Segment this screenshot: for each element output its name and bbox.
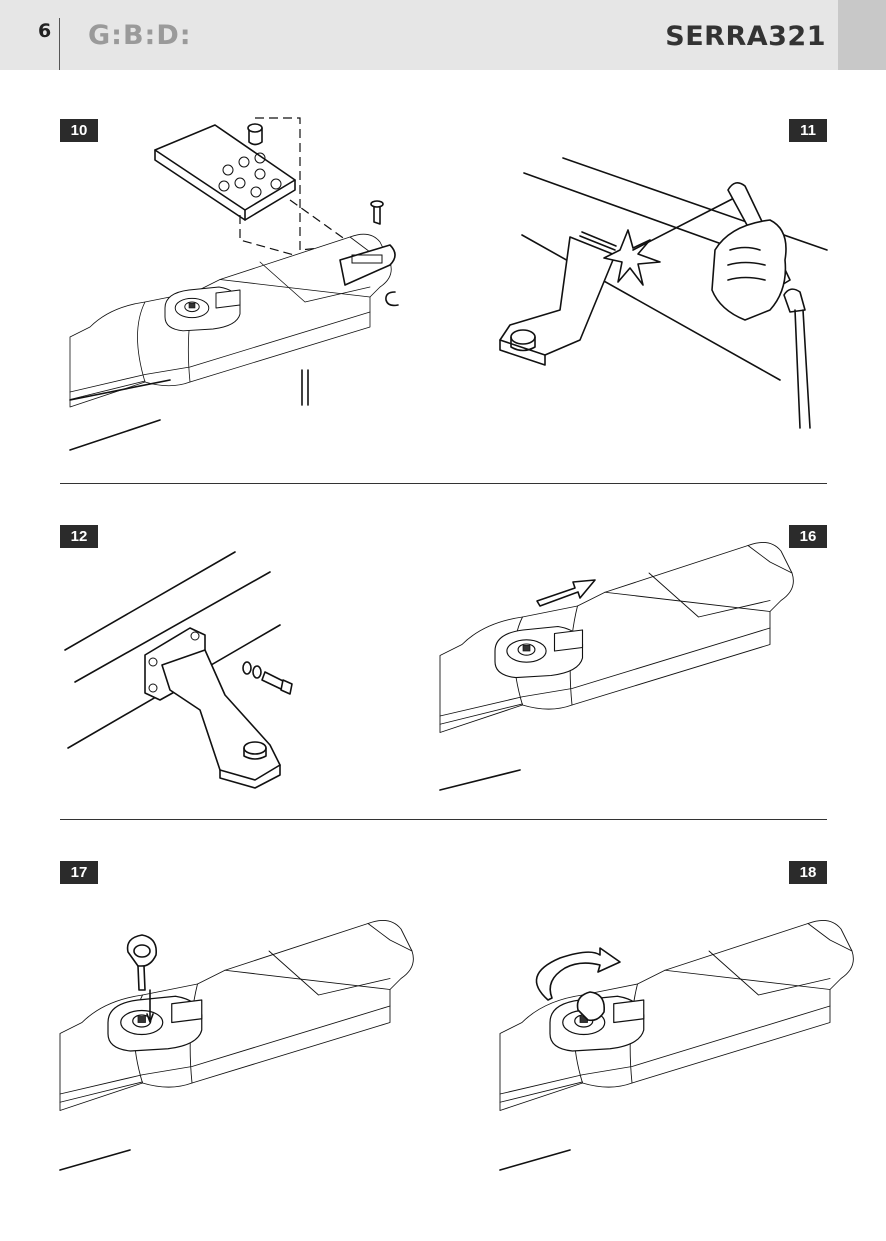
figure-10-drawing — [69, 117, 399, 451]
header-tab — [838, 0, 886, 70]
figure-label-11: 11 — [789, 119, 827, 142]
figure-label-12: 12 — [60, 525, 98, 548]
figure-label-17: 17 — [60, 861, 98, 884]
model-title: SERRA321 — [665, 21, 826, 52]
figure-16-drawing — [439, 541, 794, 791]
figure-18-drawing — [499, 919, 854, 1171]
page-header — [0, 0, 886, 70]
figure-17-drawing — [59, 919, 414, 1171]
section-divider-1 — [60, 483, 827, 484]
page-number: 6 — [38, 20, 52, 42]
page-number-rule — [59, 18, 60, 70]
brand-logo: G:B:D: — [88, 20, 192, 51]
figure-12-drawing — [64, 551, 293, 789]
figure-11-drawing — [499, 157, 828, 429]
figure-label-16: 16 — [789, 525, 827, 548]
figure-label-10: 10 — [60, 119, 98, 142]
section-divider-2 — [60, 819, 827, 820]
figure-label-18: 18 — [789, 861, 827, 884]
